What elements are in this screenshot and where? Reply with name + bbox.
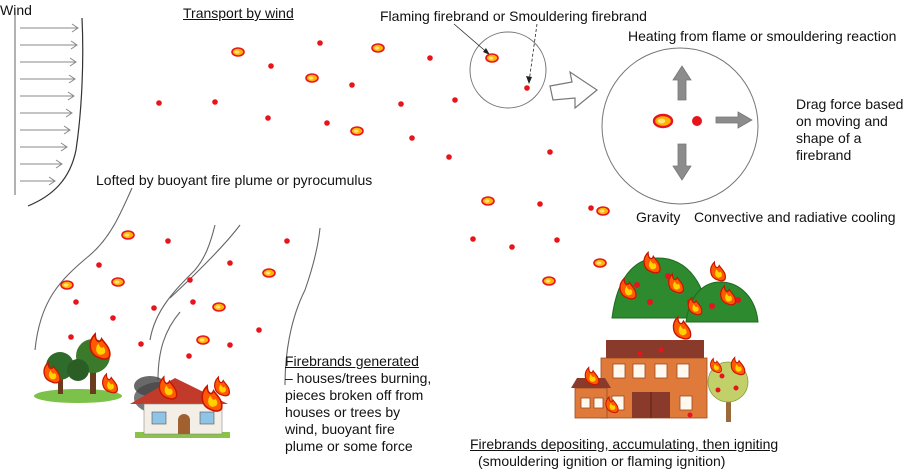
pointer-smouldering bbox=[528, 23, 538, 83]
zoom-circle-small bbox=[469, 31, 547, 109]
zoom-arrow-icon bbox=[549, 70, 599, 110]
burning-tree-icon bbox=[34, 333, 122, 403]
label-cooling: Convective and radiative cooling bbox=[694, 209, 896, 225]
label-lofted: Lofted by buoyant fire plume or pyrocumu… bbox=[96, 172, 373, 188]
label-depositing: Firebrands depositing, accumulating, the… bbox=[470, 436, 779, 452]
force-arrows bbox=[672, 65, 753, 181]
label-generated: Firebrands generated – houses/trees burn… bbox=[285, 353, 465, 455]
drag-line-3: shape of a bbox=[796, 130, 862, 146]
arrow-down-icon bbox=[672, 143, 692, 181]
arrow-right-icon bbox=[715, 111, 753, 129]
wind-profile-icon bbox=[14, 12, 84, 207]
label-wind: Wind bbox=[0, 2, 32, 18]
burning-house-icon bbox=[130, 376, 230, 438]
generated-line-3: houses or trees by bbox=[285, 404, 401, 420]
fire-plume-outline bbox=[34, 187, 321, 386]
drag-line-2: on moving and bbox=[796, 113, 888, 129]
generated-line-1: – houses/trees burning, bbox=[285, 370, 432, 386]
zoom-circle-large bbox=[601, 47, 759, 205]
label-firebrand-types: Flaming firebrand or Smouldering firebra… bbox=[380, 8, 647, 24]
label-depositing-sub: (smouldering ignition or flaming ignitio… bbox=[478, 453, 726, 469]
arrow-up-icon bbox=[672, 65, 692, 101]
generated-line-4: wind, buoyant fire bbox=[285, 421, 395, 437]
drag-line-1: Drag force based bbox=[796, 96, 904, 112]
drag-line-4: firebrand bbox=[796, 147, 852, 163]
label-transport-by-wind: Transport by wind bbox=[183, 5, 294, 21]
generated-title: Firebrands generated bbox=[285, 353, 419, 369]
ember-dots bbox=[68, 40, 594, 359]
apple-tree-icon bbox=[707, 356, 749, 422]
generated-line-5: plume or some force bbox=[285, 438, 413, 454]
generated-line-2: pieces broken off from bbox=[285, 387, 424, 403]
pointer-flaming bbox=[453, 23, 491, 56]
brick-house-icon bbox=[571, 316, 708, 419]
zoomed-firebrands bbox=[652, 113, 702, 129]
label-heating: Heating from flame or smouldering reacti… bbox=[628, 28, 897, 44]
label-drag-force: Drag force based on moving and shape of … bbox=[796, 96, 911, 164]
burning-hills-icon bbox=[611, 251, 759, 323]
label-gravity: Gravity bbox=[636, 209, 681, 225]
